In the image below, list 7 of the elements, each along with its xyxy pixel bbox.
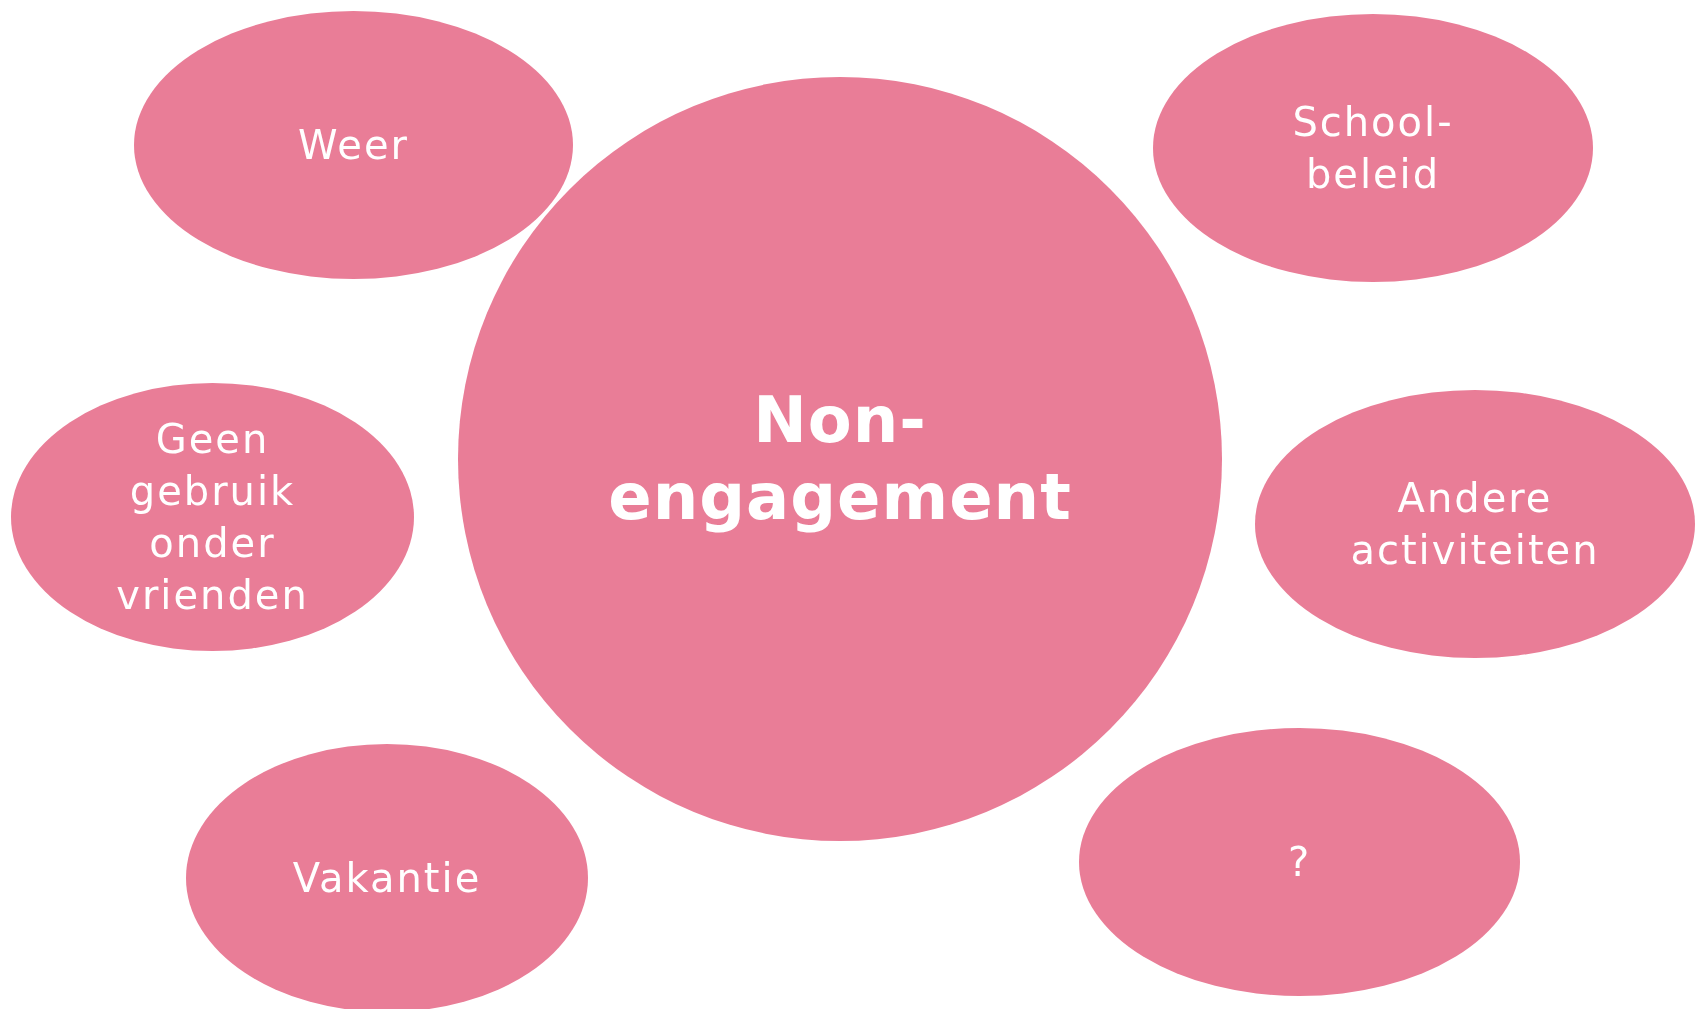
node-label: ? <box>1287 838 1312 887</box>
node-label: Non-engagement <box>607 382 1073 536</box>
node-label: School-beleid <box>1291 98 1455 199</box>
node-label: Geen gebruik onder vrienden <box>115 415 310 620</box>
node-label: Vakantie <box>292 854 482 903</box>
node-label: Andere activiteiten <box>1349 474 1601 575</box>
node-label: Weer <box>298 121 409 170</box>
